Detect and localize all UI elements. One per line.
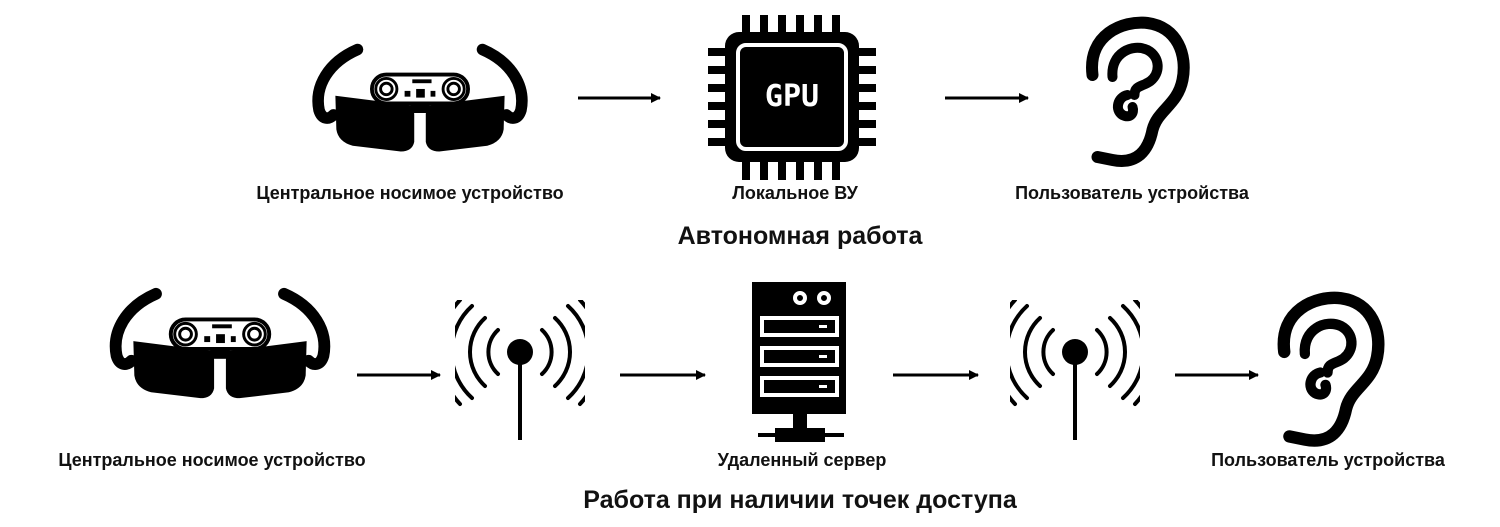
node-label-user: Пользователь устройства [1015, 183, 1249, 203]
ear-icon [1284, 298, 1379, 441]
server-icon [752, 282, 846, 442]
node-label-user: Пользователь устройства [1211, 450, 1445, 470]
gpu-chip-label: GPU [765, 79, 819, 114]
smart-glasses-icon [318, 50, 522, 152]
gpu-chip-icon [708, 15, 876, 180]
ear-icon [1092, 23, 1184, 161]
wireless-antenna-icon [455, 300, 585, 440]
section-title-access-points: Работа при наличии точек доступа [583, 486, 1017, 514]
smart-glasses-icon [116, 294, 325, 398]
node-label-remote-server: Удаленный сервер [717, 450, 887, 470]
node-label-wearable: Центральное носимое устройство [58, 450, 366, 470]
wireless-antenna-icon [1010, 300, 1140, 440]
node-label-wearable: Центральное носимое устройство [256, 183, 564, 203]
section-title-autonomous: Автономная работа [677, 222, 923, 250]
node-label-local-compute: Локальное ВУ [732, 183, 858, 203]
